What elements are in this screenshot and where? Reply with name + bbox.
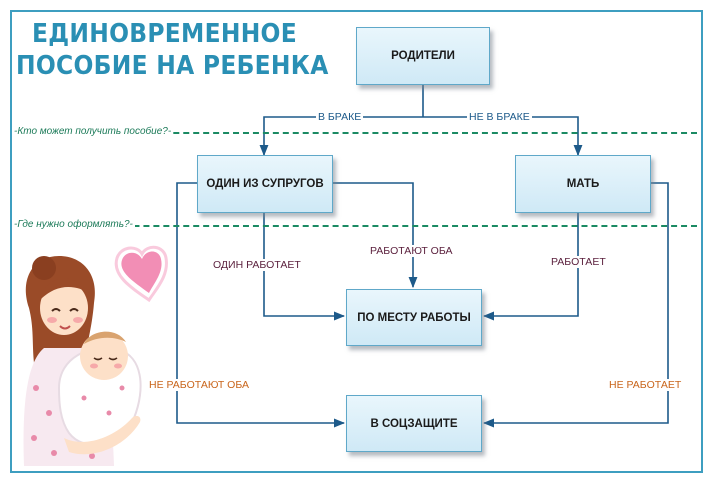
edge-label-both-work: РАБОТАЮТ ОБА — [368, 245, 455, 257]
node-workplace: ПО МЕСТУ РАБОТЫ — [346, 289, 482, 346]
arrow-married — [259, 116, 423, 157]
arrow-both-work — [333, 182, 418, 289]
edge-label-married: В БРАКЕ — [316, 111, 364, 123]
heart-icon — [114, 245, 168, 303]
edge-label-one-works: ОДИН РАБОТАЕТ — [211, 259, 303, 271]
mother-baby-illustration — [23, 245, 168, 466]
question-where: -Где нужно оформлять?- — [14, 219, 135, 230]
question-who: -Кто может получить пособие?- — [14, 126, 174, 137]
arrow-one-works — [263, 213, 346, 321]
node-one-spouse: ОДИН ИЗ СУПРУГОВ — [197, 155, 333, 213]
separator-where — [14, 225, 697, 227]
edge-label-both-not-work: НЕ РАБОТАЮТ ОБА — [147, 379, 251, 391]
page-title: ЕДИНОВРЕМЕННОЕ ПОСОБИЕ НА РЕБЕНКА — [16, 18, 329, 82]
arrow-both-not-work — [176, 182, 346, 428]
arrow-not-works — [482, 182, 669, 428]
edge-label-works: РАБОТАЕТ — [549, 256, 608, 268]
separator-who — [14, 132, 697, 134]
edge-label-not-works: НЕ РАБОТАЕТ — [607, 379, 684, 391]
title-line-2: ПОСОБИЕ НА РЕБЕНКА — [16, 51, 329, 81]
node-parents: РОДИТЕЛИ — [356, 27, 490, 85]
edge-label-not-married: НЕ В БРАКЕ — [467, 111, 532, 123]
node-social: В СОЦЗАЩИТЕ — [346, 395, 482, 452]
node-mother: МАТЬ — [515, 155, 651, 213]
arrow-works — [482, 213, 579, 321]
title-line-1: ЕДИНОВРЕМЕННОЕ — [32, 19, 297, 49]
